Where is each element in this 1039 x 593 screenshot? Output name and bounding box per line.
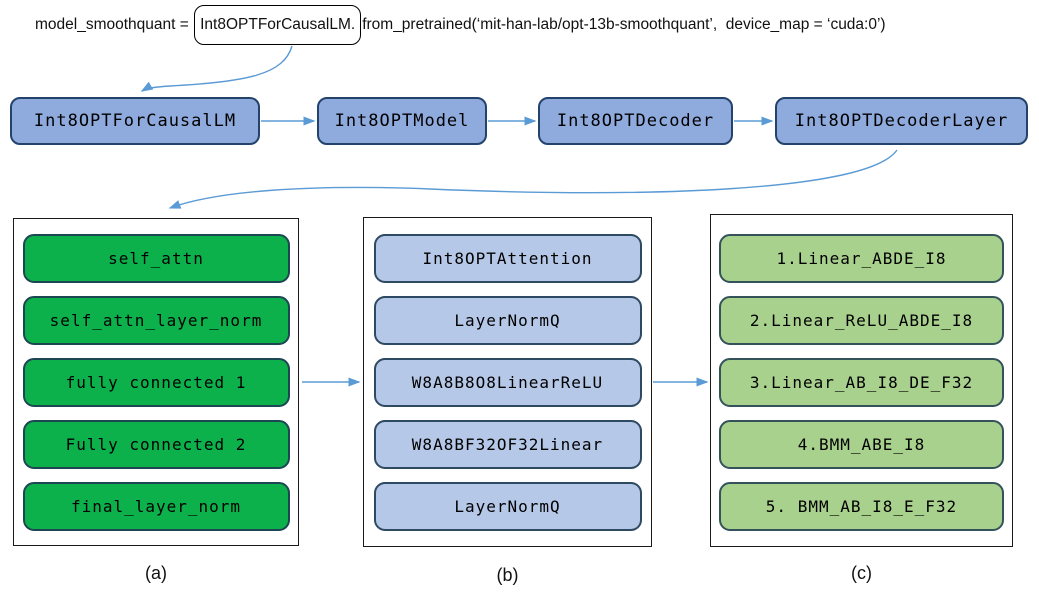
column-c-container: 1.Linear_ABDE_I8 2.Linear_ReLU_ABDE_I8 3… (710, 214, 1013, 547)
item-bmm-ab-i8-e-f32: 5. BMM_AB_I8_E_F32 (719, 482, 1004, 531)
code-line: model_smoothquant = Int8OPTForCausalLM. … (35, 3, 886, 47)
code-suffix: from_pretrained(‘mit-han-lab/opt-13b-smo… (362, 16, 886, 33)
node-int8opt-decoder: Int8OPTDecoder (538, 97, 733, 145)
item-layernormq-1: LayerNormQ (373, 296, 642, 345)
arrow-decoderlayer-to-column-a (168, 149, 898, 209)
item-linear-abde-i8: 1.Linear_ABDE_I8 (719, 234, 1004, 283)
item-bmm-abe-i8: 4.BMM_ABE_I8 (719, 420, 1004, 469)
code-highlight-box: Int8OPTForCausalLM. (194, 5, 362, 45)
item-linear-relu-abde-i8: 2.Linear_ReLU_ABDE_I8 (719, 296, 1004, 345)
item-w8a8b8o8-linear-relu: W8A8B8O8LinearReLU (373, 358, 642, 407)
node-int8opt-decoder-layer: Int8OPTDecoderLayer (775, 97, 1028, 145)
caption-b: (b) (496, 565, 519, 585)
item-fully-connected-1: fully connected 1 (22, 358, 290, 407)
item-self-attn: self_attn (22, 234, 290, 283)
column-a-container: self_attn self_attn_layer_norm fully con… (13, 218, 299, 546)
item-layernormq-2: LayerNormQ (373, 482, 642, 531)
item-linear-ab-i8-de-f32: 3.Linear_AB_I8_DE_F32 (719, 358, 1004, 407)
column-b-container: Int8OPTAttention LayerNormQ W8A8B8O8Line… (363, 217, 652, 547)
code-boxed-text: Int8OPTForCausalLM. (200, 16, 356, 33)
arrow-code-to-causallm (140, 45, 293, 92)
node-int8opt-model: Int8OPTModel (317, 97, 487, 145)
item-int8opt-attention: Int8OPTAttention (373, 234, 642, 283)
item-fully-connected-2: Fully connected 2 (22, 420, 290, 469)
node-int8opt-for-causallm: Int8OPTForCausalLM (10, 97, 260, 145)
item-self-attn-layer-norm: self_attn_layer_norm (22, 296, 290, 345)
code-prefix: model_smoothquant = (35, 16, 194, 33)
item-final-layer-norm: final_layer_norm (22, 482, 290, 531)
item-w8a8bf32of32-linear: W8A8BF32OF32Linear (373, 420, 642, 469)
caption-a: (a) (145, 563, 167, 583)
caption-c: (c) (851, 563, 872, 583)
